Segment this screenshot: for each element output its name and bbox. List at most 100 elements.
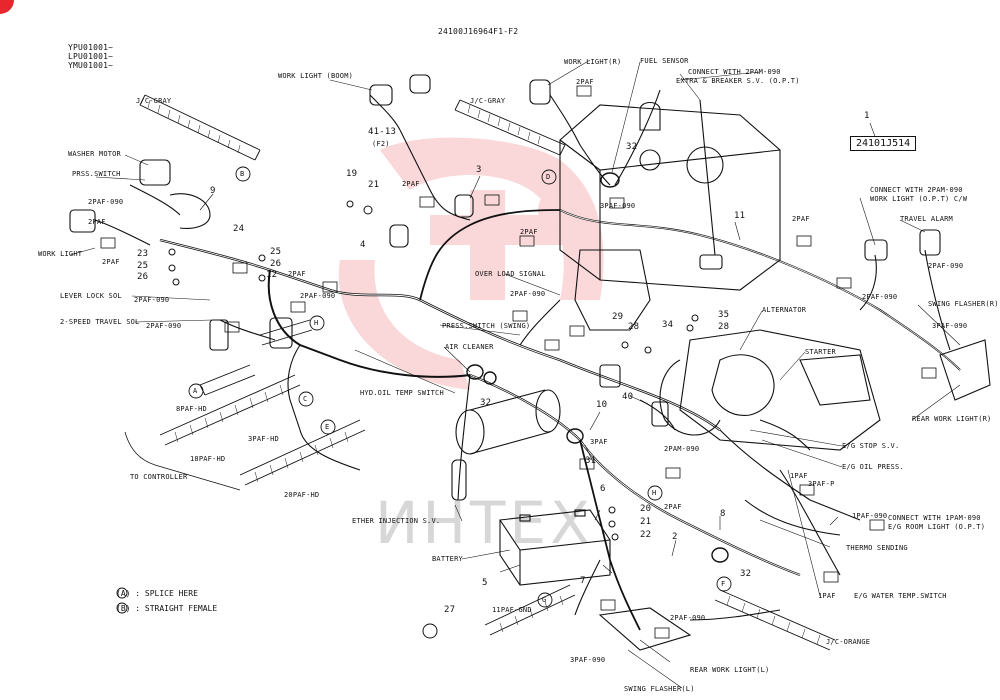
callout-40: 40	[622, 392, 634, 402]
conn-label: 2PAM-090	[664, 445, 700, 453]
conn-label: 2PAF-090	[146, 322, 182, 330]
label-over-load-signal: OVER LOAD SIGNAL	[475, 270, 546, 278]
callout-41-13: 41-13	[368, 127, 397, 137]
label-swing-flasher-r: SWING FLASHER(R)	[928, 300, 999, 308]
callout-32a: 32	[626, 142, 638, 152]
conn-label: 2PAF	[520, 228, 538, 236]
callout-3: 3	[476, 165, 482, 175]
splice-h1: H	[314, 319, 319, 327]
callout-21b: 21	[640, 517, 652, 527]
conn-label: 3PAF	[590, 438, 608, 446]
label-rear-work-light-l: REAR WORK LIGHT(L)	[690, 666, 770, 674]
label-jc-orange: J/C-ORANGE	[826, 638, 871, 646]
label-hyd-oil-temp: HYD.OIL TEMP SWITCH	[360, 389, 444, 397]
label-eg-stop-sv: E/G STOP S.V.	[842, 442, 900, 450]
callout-35: 35	[718, 310, 730, 320]
label-alternator: ALTERNATOR	[762, 306, 807, 314]
splice-a: A	[193, 387, 198, 395]
callout-28: 29	[612, 312, 624, 322]
legend-splice: (A) : SPLICE HERE	[116, 589, 198, 598]
model-1: YPU01001~	[68, 43, 114, 52]
label-work-light-r: WORK LIGHT(R)	[564, 58, 622, 66]
conn-label: 2PAF-090	[670, 614, 706, 622]
conn-label: 3PAF-090	[600, 202, 636, 210]
callout-2: 2	[672, 532, 678, 542]
label-rear-work-light-r: REAR WORK LIGHT(R)	[912, 415, 992, 423]
splice-b1: B	[240, 170, 245, 178]
callout-27b: 28	[718, 322, 730, 332]
callout-12: 12	[266, 270, 278, 280]
conn-label: 2PAF-090	[134, 296, 170, 304]
callout-26a: 26	[270, 259, 282, 269]
label-connect-2pam-top: CONNECT WITH 2PAM-090	[688, 68, 781, 76]
callout-26b: 26	[137, 272, 149, 282]
conn-label: 2PAF	[402, 180, 420, 188]
callout-31: 31	[585, 456, 597, 466]
callout-23: 23	[137, 249, 149, 259]
label-extra-breaker: EXTRA & BREAKER S.V. (O.P.T)	[676, 77, 800, 85]
callout-7: 7	[580, 576, 586, 586]
callout-4: 4	[360, 240, 366, 250]
splice-h2: H	[652, 489, 657, 497]
splice-f: F	[721, 580, 726, 588]
callout-27a: 28	[628, 322, 640, 332]
conn-label: 2PAF	[102, 258, 120, 266]
label-work-light-cw: WORK LIGHT (O.P.T) C/W	[870, 195, 968, 203]
callout-24: 24	[233, 224, 245, 234]
callout-9: 9	[210, 186, 216, 196]
label-eg-room-light: E/G ROOM LIGHT (O.P.T)	[888, 523, 986, 531]
conn-label: 3PAF-090	[570, 656, 606, 664]
conn-label: 2PAF-090	[928, 262, 964, 270]
callout-32b: 32	[480, 398, 492, 408]
watermark-text: ИНТЕХ	[375, 489, 594, 557]
callout-11: 11	[734, 211, 746, 221]
callout-10: 10	[596, 400, 608, 410]
label-lever-lock-sol: LEVER LOCK SOL	[60, 292, 122, 300]
conn-label: 2PAF	[792, 215, 810, 223]
label-work-light: WORK LIGHT	[38, 250, 83, 258]
label-washer-motor: WASHER MOTOR	[68, 150, 121, 158]
label-11paf-gnd: 11PAF-GND	[492, 606, 532, 614]
drawing-code: 24100J16964F1-F2	[438, 27, 519, 36]
label-battery: BATTERY	[432, 555, 463, 563]
splice-g: G	[542, 596, 547, 604]
splice-c: C	[303, 395, 308, 403]
conn-label: 2PAF	[288, 270, 306, 278]
conn-label: 2PAF	[664, 503, 682, 511]
label-fuel-sensor: FUEL SENSOR	[640, 57, 689, 65]
part-number-box: 24101J514	[850, 136, 917, 151]
callout-25b: 25	[137, 261, 149, 271]
label-press-switch-swing: PRESS.SWITCH (SWING)	[442, 322, 531, 330]
label-starter: STARTER	[805, 348, 836, 356]
label-press-switch: PRSS.SWITCH	[72, 170, 121, 178]
label-18paf-hd: 18PAF-HD	[190, 455, 226, 463]
conn-label: 2PAF-090	[88, 198, 124, 206]
conn-label: 3PAF-P	[808, 480, 835, 488]
label-travel-alarm: TRAVEL ALARM	[900, 215, 953, 223]
model-3: YMU01001~	[68, 61, 114, 70]
conn-label: 3PAF-090	[932, 322, 968, 330]
callout-6: 6	[600, 484, 606, 494]
splice-d: D	[546, 173, 551, 181]
callout-29: 27	[444, 605, 456, 615]
label-eg-oil-press: E/G OIL PRESS.	[842, 463, 904, 471]
label-connect-1pam: CONNECT WITH 1PAM-090	[888, 514, 981, 522]
conn-label: 2PAF	[576, 78, 594, 86]
callout-20: 20	[640, 504, 652, 514]
callout-34: 34	[662, 320, 674, 330]
splice-e: E	[325, 423, 330, 431]
label-thermo-sending: THERMO SENDING	[846, 544, 908, 552]
model-2: LPU01001~	[68, 52, 114, 61]
conn-label: 2PAF-090	[862, 293, 898, 301]
label-jc-gray-mid: J/C-GRAY	[470, 97, 506, 105]
callout-19: 19	[346, 169, 358, 179]
label-to-controller: TO CONTROLLER	[130, 473, 188, 481]
conn-label: 2PAF	[88, 218, 106, 226]
callout-8: 8	[720, 509, 726, 519]
conn-label: 1PAF	[818, 592, 836, 600]
label-f2: (F2)	[372, 140, 390, 148]
callout-5: 5	[482, 578, 488, 588]
label-work-light-boom: WORK LIGHT (BOOM)	[278, 72, 354, 80]
callout-21a: 21	[368, 180, 380, 190]
